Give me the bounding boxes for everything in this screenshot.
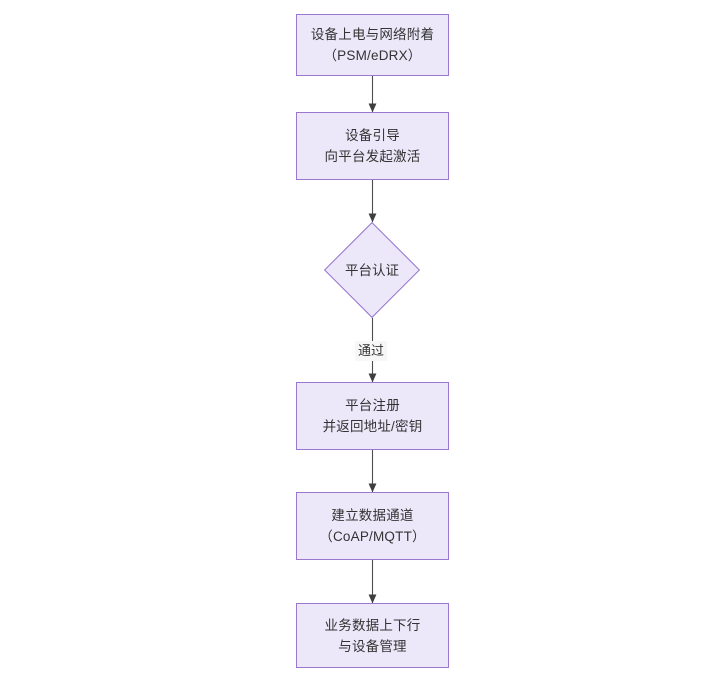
node-platform-registration[interactable]: 平台注册 并返回地址/密钥 — [296, 382, 449, 450]
node-line: （CoAP/MQTT） — [319, 529, 426, 544]
node-line: 建立数据通道 — [331, 508, 414, 523]
node-line: （PSM/eDRX） — [323, 48, 422, 63]
node-line: 向平台发起激活 — [324, 149, 421, 164]
node-line: 设备引导 — [345, 128, 400, 143]
node-device-power-on[interactable]: 设备上电与网络附着 （PSM/eDRX） — [296, 14, 449, 76]
node-line: 并返回地址/密钥 — [322, 419, 423, 434]
edge-label-pass: 通过 — [355, 341, 388, 361]
node-line: 与设备管理 — [338, 638, 407, 654]
node-establish-data-channel[interactable]: 建立数据通道 （CoAP/MQTT） — [296, 492, 449, 560]
diamond-shape — [324, 222, 420, 318]
node-device-bootstrap[interactable]: 设备引导 向平台发起激活 — [296, 112, 449, 180]
node-business-data-and-device-management[interactable]: 业务数据上下行 与设备管理 — [296, 603, 449, 668]
node-line: 业务数据上下行 — [324, 617, 421, 633]
node-platform-authentication[interactable]: 平台认证 — [324, 222, 420, 318]
node-line: 设备上电与网络附着 — [310, 27, 435, 42]
node-line: 平台认证 — [345, 262, 399, 278]
node-line: 平台注册 — [345, 398, 400, 413]
